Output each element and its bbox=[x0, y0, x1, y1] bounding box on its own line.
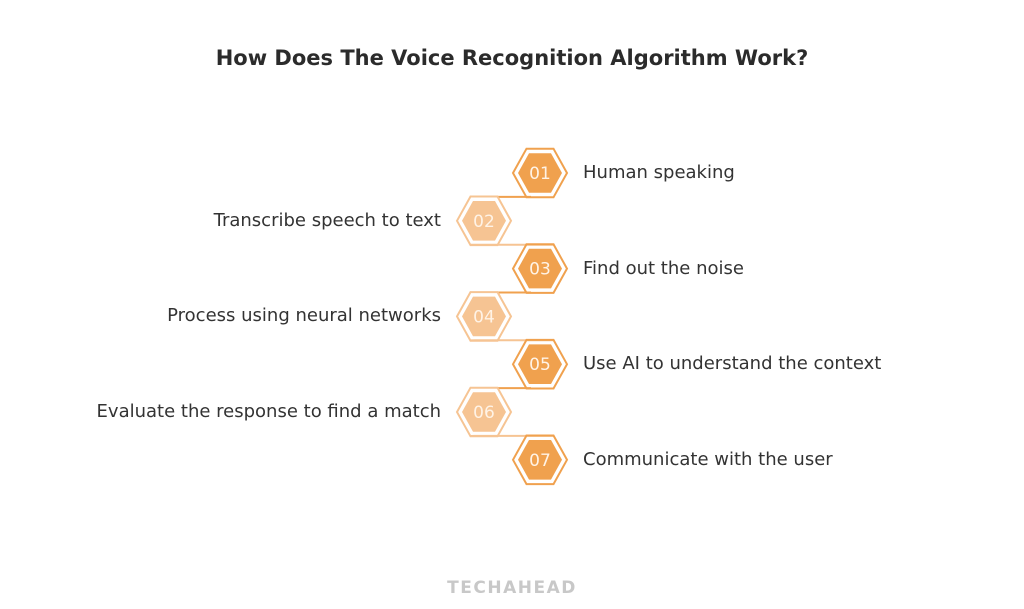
hexagon-fill bbox=[462, 392, 506, 432]
hexagon-fill bbox=[518, 440, 562, 480]
hexagon-outline bbox=[511, 147, 569, 199]
hexagon-outline bbox=[455, 386, 513, 438]
step-label-04: Process using neural networks bbox=[167, 305, 441, 327]
step-number: 01 bbox=[529, 164, 551, 184]
step-hexagon-04: 04 bbox=[455, 291, 513, 342]
step-label-03: Find out the noise bbox=[583, 257, 744, 279]
step-label-07: Communicate with the user bbox=[583, 448, 833, 470]
hexagon-outline bbox=[455, 195, 513, 247]
step-label-01: Human speaking bbox=[583, 162, 735, 183]
hexagon-fill bbox=[518, 248, 562, 289]
step-hexagon-03: 03 bbox=[511, 243, 569, 294]
step-label-05: Use AI to understand the context bbox=[583, 353, 882, 375]
diagram-title: How Does The Voice Recognition Algorithm… bbox=[215, 46, 809, 70]
step-hexagon-01: 01 bbox=[511, 147, 569, 199]
brand-logo: TECHAHEAD bbox=[447, 578, 577, 598]
step-label-02: Transcribe speech to text bbox=[213, 209, 441, 231]
hexagon-outline bbox=[511, 338, 569, 390]
step-hexagon-06: 06 bbox=[455, 386, 513, 438]
step-number: 05 bbox=[529, 355, 551, 375]
hexagon-outline bbox=[511, 434, 569, 486]
step-number: 06 bbox=[473, 403, 495, 423]
step-number: 07 bbox=[529, 451, 551, 471]
hexagon-outline bbox=[511, 243, 569, 294]
step-number: 02 bbox=[473, 212, 495, 232]
step-number: 04 bbox=[473, 307, 495, 327]
hexagon-fill bbox=[462, 296, 506, 337]
hexagon-fill bbox=[518, 153, 562, 193]
hexagon-outline bbox=[455, 291, 513, 342]
hexagon-fill bbox=[518, 344, 562, 384]
step-hexagon-05: 05 bbox=[511, 338, 569, 390]
step-number: 03 bbox=[529, 260, 551, 280]
step-hexagon-02: 02 bbox=[455, 195, 513, 247]
hexagon-fill bbox=[462, 201, 506, 241]
step-label-06: Evaluate the response to find a match bbox=[96, 401, 441, 422]
step-hexagon-07: 07 bbox=[511, 434, 569, 486]
